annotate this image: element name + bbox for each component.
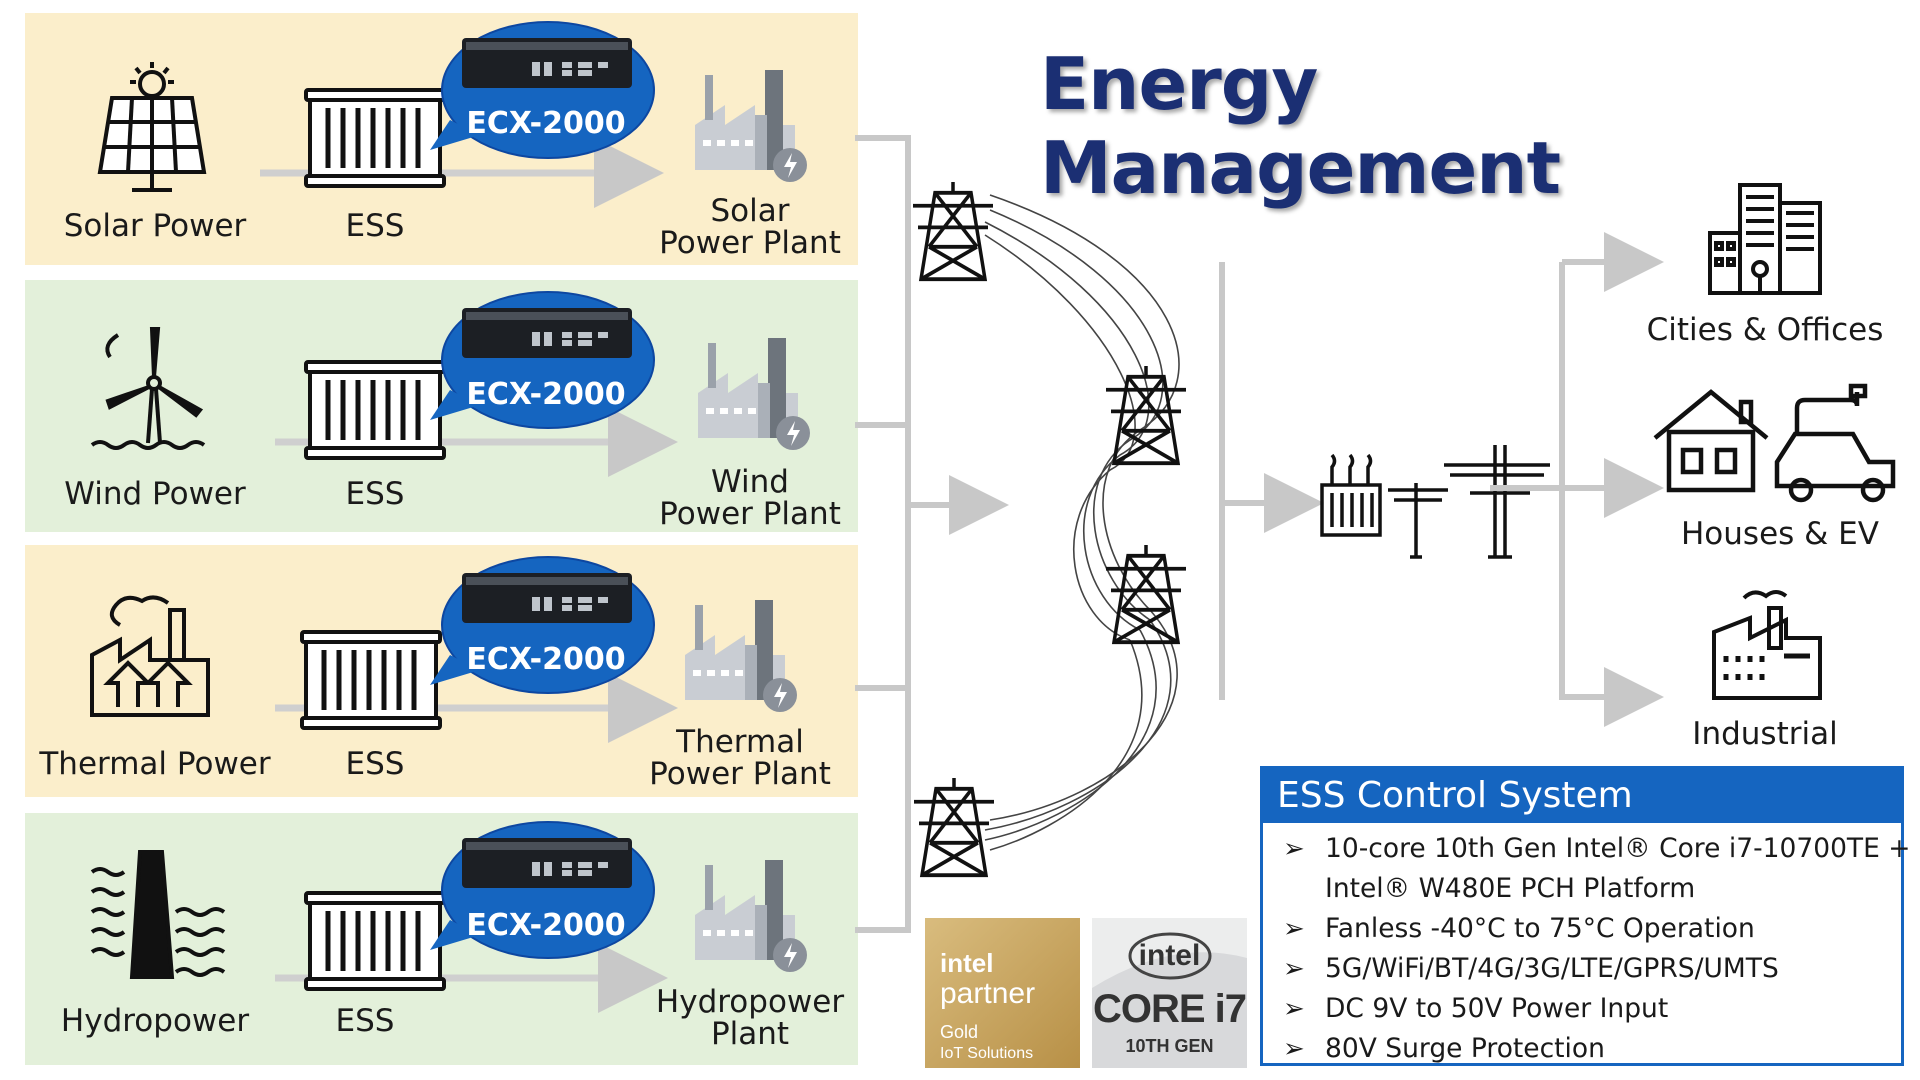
list-item: ➢ Fanless -40°C to 75°C Operation: [1283, 909, 1901, 949]
power-plant-icon: [695, 70, 807, 182]
ess-label: ESS: [345, 746, 405, 782]
device-label: ECX-2000: [466, 106, 626, 141]
device-label: ECX-2000: [466, 642, 626, 677]
intel-core-i7-text: intel CORE i7 10TH GEN: [1092, 939, 1247, 1057]
badge-line1: CORE i7: [1092, 987, 1247, 1031]
list-item: ➢ 80V Surge Protection: [1283, 1029, 1901, 1069]
plant-label: Hydropower Plant: [655, 984, 845, 1052]
consumer-label-industrial: Industrial: [1692, 716, 1838, 752]
thermal-plant-icon: [90, 595, 210, 717]
ess-label: ESS: [345, 476, 405, 512]
arrowhead-bullet-icon: ➢: [1283, 834, 1305, 864]
arrowhead-bullet-icon: ➢: [1283, 954, 1305, 984]
ess-container-icon: [306, 90, 444, 186]
factory-icon: [1712, 590, 1822, 700]
ess-label: ESS: [345, 208, 405, 244]
feature-text: Fanless -40°C to 75°C Operation: [1325, 913, 1755, 944]
device-label: ECX-2000: [466, 908, 626, 943]
power-plant-icon: [685, 600, 797, 712]
transmission-tower-icon: [1104, 543, 1188, 645]
device-label: ECX-2000: [466, 377, 626, 412]
hydropower-icon: [90, 850, 226, 979]
intel-partner-text: intel partner Gold IoT Solutions: [940, 950, 1035, 1064]
city-buildings-icon: [1708, 183, 1822, 295]
feature-text: 10-core 10th Gen Intel® Core i7-10700TE …: [1325, 833, 1911, 864]
source-label: Hydropower: [60, 1003, 250, 1039]
ess-label: ESS: [335, 1003, 395, 1039]
ess-container-icon: [302, 632, 440, 728]
plant-label: Solar Power Plant: [659, 193, 841, 261]
power-plant-icon: [695, 860, 807, 972]
solar-panel-icon: [97, 62, 207, 192]
feature-text: 5G/WiFi/BT/4G/3G/LTE/GPRS/UMTS: [1325, 953, 1779, 984]
ecx-bubble: [430, 21, 655, 159]
list-item: Intel® W480E PCH Platform: [1283, 869, 1901, 909]
ess-control-panel: ESS Control System ➢ 10-core 10th Gen Int…: [1260, 766, 1910, 1069]
list-item: ➢ 5G/WiFi/BT/4G/3G/LTE/GPRS/UMTS: [1283, 949, 1901, 989]
source-label: Wind Power: [64, 476, 246, 512]
badge-line1: partner: [940, 977, 1036, 1010]
badge-brand: intel: [940, 948, 994, 978]
source-label: Solar Power: [63, 208, 247, 244]
ess-feature-list: ➢ 10-core 10th Gen Intel® Core i7-10700TE…: [1263, 829, 1910, 1069]
badge-line2: Gold: [940, 1022, 979, 1042]
power-plant-icon: [698, 338, 810, 450]
consumer-label-houses: Houses & EV: [1681, 516, 1879, 552]
list-item: ➢ 10-core 10th Gen Intel® Core i7-10700TE…: [1283, 829, 1910, 869]
page-title: Energy Management: [1040, 42, 1561, 210]
source-label: Thermal Power: [39, 746, 271, 782]
house-ev-icon: [1653, 383, 1896, 503]
ess-control-header: ESS Control System: [1263, 769, 1901, 823]
badge-line3: IoT Solutions: [940, 1045, 1034, 1062]
feature-text: DC 9V to 50V Power Input: [1325, 993, 1669, 1024]
ess-container-icon: [306, 362, 444, 458]
substation-icon: [1320, 445, 1550, 559]
plant-label: Thermal Power Plant: [649, 724, 831, 792]
badge-line2: 10TH GEN: [1125, 1036, 1214, 1056]
plant-label: Wind Power Plant: [659, 464, 841, 532]
feature-text: 80V Surge Protection: [1325, 1033, 1605, 1064]
feature-text: Intel® W480E PCH Platform: [1325, 873, 1696, 904]
ecx-bubble: [430, 556, 655, 694]
ess-container-icon: [306, 893, 444, 989]
intel-partner-badge: [925, 918, 1080, 1068]
consumer-label-cities: Cities & Offices: [1646, 312, 1884, 348]
list-item: ➢ DC 9V to 50V Power Input: [1283, 989, 1901, 1029]
wind-turbine-icon: [90, 327, 206, 450]
badge-brand: intel: [1138, 939, 1201, 972]
arrowhead-bullet-icon: ➢: [1283, 994, 1305, 1024]
arrowhead-bullet-icon: ➢: [1283, 1034, 1305, 1064]
transmission-tower-icon: [912, 776, 996, 878]
ecx-bubble: [430, 821, 655, 959]
arrowhead-bullet-icon: ➢: [1283, 914, 1305, 944]
intel-core-i7-badge: [1092, 918, 1247, 1068]
transmission-tower-icon: [911, 180, 995, 282]
ecx-bubble: [430, 291, 655, 429]
